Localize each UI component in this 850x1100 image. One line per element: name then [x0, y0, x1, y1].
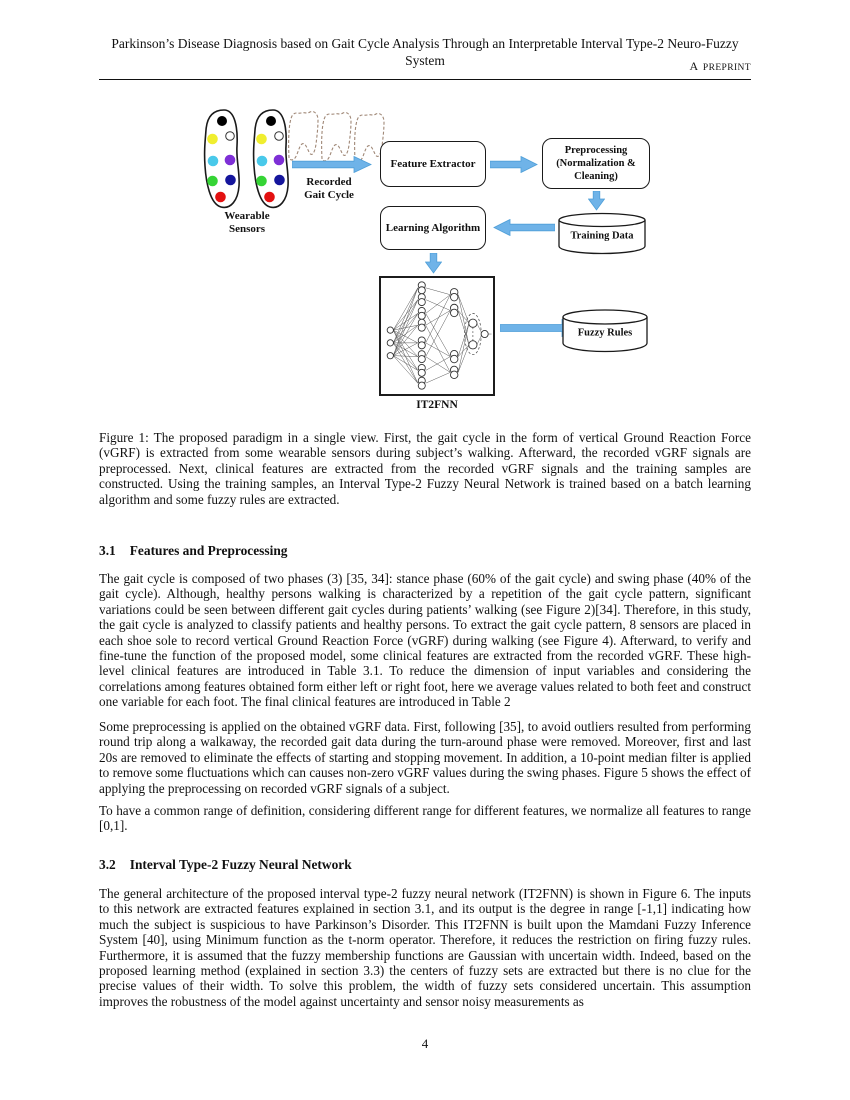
- section-3-1-paragraph-2: Some preprocessing is applied on the obt…: [99, 719, 751, 796]
- feature-extractor-box: Feature Extractor: [380, 141, 486, 187]
- it2fnn-box: [379, 276, 495, 396]
- section-3-2-paragraph-1: The general architecture of the proposed…: [99, 886, 751, 1009]
- sensor-dot: [256, 175, 267, 187]
- sensor-dot: [264, 191, 275, 203]
- sensor-dot: [207, 175, 218, 187]
- arrow-trainingdata-to-learning: [493, 219, 555, 236]
- section-3-1-heading: 3.1 Features and Preprocessing: [99, 543, 751, 559]
- preprocessing-box: Preprocessing (Normalization & Cleaning): [542, 138, 650, 189]
- wearable-sensors-label: Wearable Sensors: [224, 210, 270, 235]
- sensor-dot: [215, 191, 226, 203]
- wearable-sensors-feet-image: [203, 109, 289, 209]
- cylinder-shape: [558, 212, 646, 255]
- section-3-1-paragraph-1: The gait cycle is composed of two phases…: [99, 571, 751, 710]
- sensor-dot: [266, 116, 276, 126]
- it2fnn-label: IT2FNN: [416, 399, 458, 411]
- left-foot-outline: [203, 109, 240, 209]
- page-number: 4: [421, 1036, 429, 1051]
- sensor-dot: [256, 133, 267, 145]
- running-title-line1: Parkinson’s Disease Diagnosis based on G…: [111, 36, 739, 51]
- recorded-gait-cycle-label: Recorded Gait Cycle: [304, 176, 354, 201]
- sensor-dot: [274, 131, 284, 141]
- sensor-dot: [225, 174, 236, 186]
- section-title: Interval Type-2 Fuzzy Neural Network: [129, 857, 352, 872]
- sensor-dot: [225, 131, 235, 141]
- arrow-gaitcycle-to-extractor: [292, 156, 372, 173]
- sensor-dot: [207, 155, 219, 167]
- figure-1-diagram: Wearable Sensors Recorded Gait Cycle Fea…: [0, 95, 850, 425]
- training-data-cylinder: Training Data: [558, 212, 646, 256]
- sensor-dot: [273, 154, 285, 166]
- right-foot-outline: [252, 109, 289, 209]
- sensor-dot: [224, 154, 236, 166]
- arrow-extractor-to-preprocessing: [490, 156, 538, 173]
- section-number: 3.2: [99, 857, 116, 872]
- arrow-learning-to-it2fnn: [425, 253, 442, 274]
- fuzzy-rules-cylinder: Fuzzy Rules: [562, 308, 648, 354]
- section-3-2-heading: 3.2 Interval Type-2 Fuzzy Neural Network: [99, 857, 751, 873]
- arrow-preprocessing-to-trainingdata: [588, 191, 605, 211]
- section-3-1-paragraph-3: To have a common range of definition, co…: [99, 803, 751, 834]
- gait-cycle-waveform: [288, 110, 385, 163]
- preprint-badge: A PREPRINT: [689, 59, 751, 73]
- running-title: Parkinson’s Disease Diagnosis based on G…: [99, 35, 751, 69]
- sensor-dot: [207, 133, 218, 145]
- figure-1-caption: Figure 1: The proposed paradigm in a sin…: [99, 430, 751, 507]
- section-title: Features and Preprocessing: [129, 543, 288, 558]
- it2fnn-network-diagram: [386, 281, 492, 390]
- sensor-dot: [217, 116, 227, 126]
- running-title-line2: System: [405, 53, 445, 68]
- cylinder-shape: [562, 309, 648, 353]
- section-number: 3.1: [99, 543, 116, 558]
- learning-algorithm-box: Learning Algorithm: [380, 206, 486, 250]
- sensor-dot: [256, 155, 268, 167]
- sensor-dot: [274, 174, 285, 186]
- header-rule: [99, 79, 751, 80]
